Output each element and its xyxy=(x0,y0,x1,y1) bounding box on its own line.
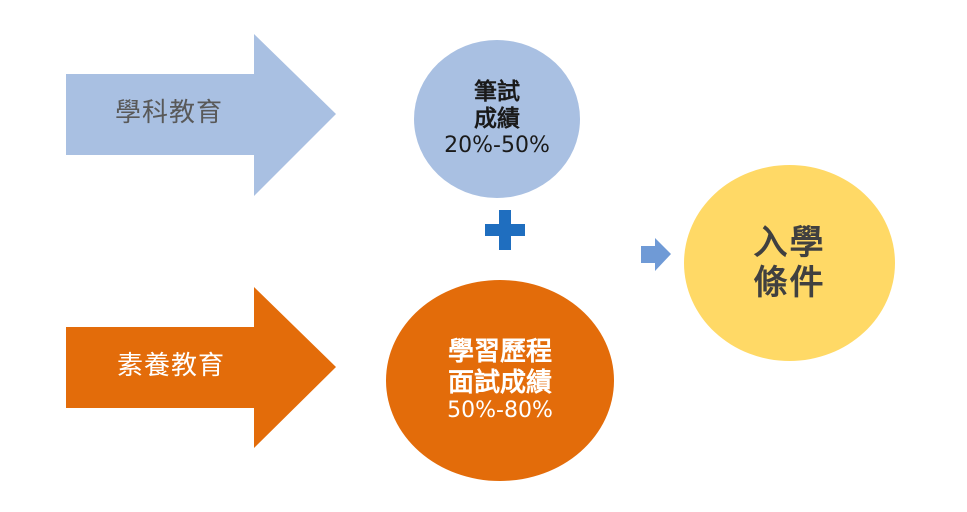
portfolio-line1: 學習歷程 xyxy=(447,336,552,367)
exam-score-circle: 筆試 成績 20%-50% xyxy=(414,40,580,198)
portfolio-percent: 50%-80% xyxy=(447,398,553,424)
admission-line1: 入學 xyxy=(753,222,826,263)
academic-arrow xyxy=(66,34,336,196)
portfolio-interview-circle: 學習歷程 面試成績 50%-80% xyxy=(386,280,614,481)
exam-line2: 成績 xyxy=(474,106,520,133)
plus-icon xyxy=(485,210,525,250)
portfolio-line2: 面試成績 xyxy=(447,367,552,398)
admission-conditions-circle: 入學 條件 xyxy=(684,165,895,361)
academic-label: 學科教育 xyxy=(115,98,224,128)
exam-percent: 20%-50% xyxy=(444,133,550,159)
arrow-right-icon xyxy=(641,238,671,271)
exam-line1: 筆試 xyxy=(474,78,520,105)
competency-arrow xyxy=(66,287,336,448)
competency-label: 素養教育 xyxy=(117,351,226,381)
admission-line2: 條件 xyxy=(753,263,826,303)
